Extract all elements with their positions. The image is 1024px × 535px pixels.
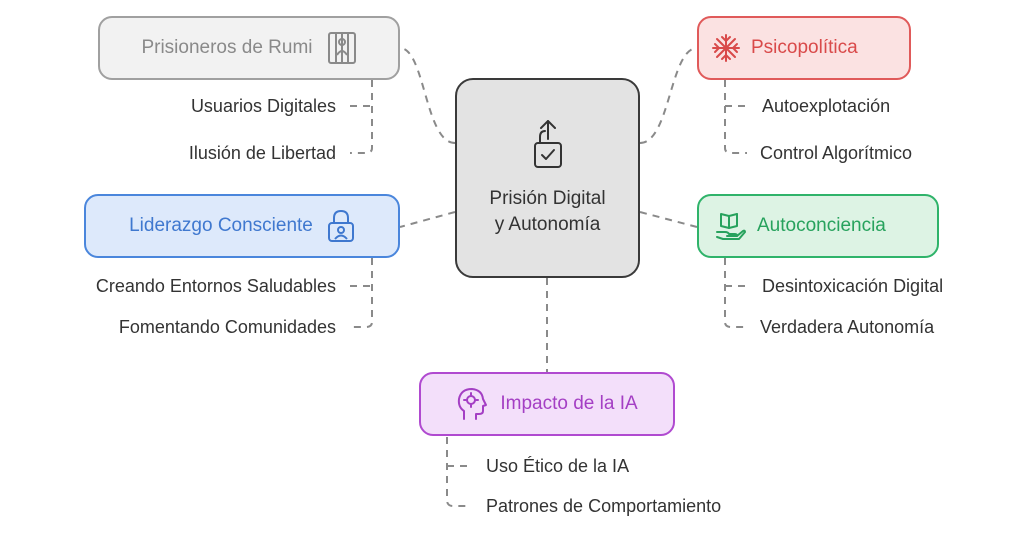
branch-autoconciencia[interactable]: Autoconciencia	[697, 194, 939, 258]
central-title: Prisión Digital y Autonomía	[489, 187, 606, 235]
connector-rumi-leaves	[350, 80, 373, 154]
psicopolitica-item-2: Control Algorítmico	[760, 143, 913, 163]
connector-liderazgo-leaves	[350, 258, 373, 328]
liderazgo-item-1: Creando Entornos Saludables	[95, 276, 336, 296]
branch-rumi[interactable]: Prisioneros de Rumi	[98, 16, 400, 80]
branch-autoconciencia-label: Autoconciencia	[757, 215, 886, 236]
connector-psicopolitica	[639, 47, 698, 144]
ia-item-2: Patrones de Comportamiento	[486, 496, 722, 516]
person-lock-icon	[327, 209, 355, 243]
liderazgo-item-2: Fomentando Comunidades	[118, 317, 336, 337]
autoconciencia-item-1: Desintoxicación Digital	[762, 276, 944, 296]
connector-autoconciencia-leaves	[724, 258, 747, 328]
prison-bars-icon	[327, 31, 357, 65]
snowflake-icon	[711, 33, 741, 63]
rumi-item-1: Usuarios Digitales	[190, 96, 336, 116]
psicopolitica-item-1: Autoexplotación	[762, 96, 891, 116]
branch-liderazgo-label: Liderazgo Consciente	[129, 215, 313, 236]
ia-item-1: Uso Ético de la IA	[486, 456, 630, 476]
head-gear-icon	[456, 387, 488, 421]
branch-rumi-label: Prisioneros de Rumi	[141, 37, 313, 58]
unlock-check-icon	[531, 119, 565, 176]
book-hand-icon	[715, 210, 747, 242]
connector-autoconciencia	[639, 211, 698, 228]
branch-psicopolitica-label: Psicopolítica	[751, 37, 858, 58]
branch-psicopolitica[interactable]: Psicopolítica	[697, 16, 911, 80]
branch-ia-label: Impacto de la IA	[500, 393, 638, 414]
connector-rumi	[399, 47, 456, 144]
branch-liderazgo[interactable]: Liderazgo Consciente	[84, 194, 400, 258]
rumi-item-2: Ilusión de Libertad	[188, 143, 336, 163]
connector-ia-leaves	[446, 437, 470, 507]
connector-liderazgo	[399, 211, 456, 228]
branch-ia[interactable]: Impacto de la IA	[419, 372, 675, 436]
autoconciencia-item-2: Verdadera Autonomía	[760, 317, 935, 337]
central-node[interactable]: Prisión Digital y Autonomía	[455, 78, 640, 278]
connector-psicopolitica-leaves	[724, 80, 747, 154]
